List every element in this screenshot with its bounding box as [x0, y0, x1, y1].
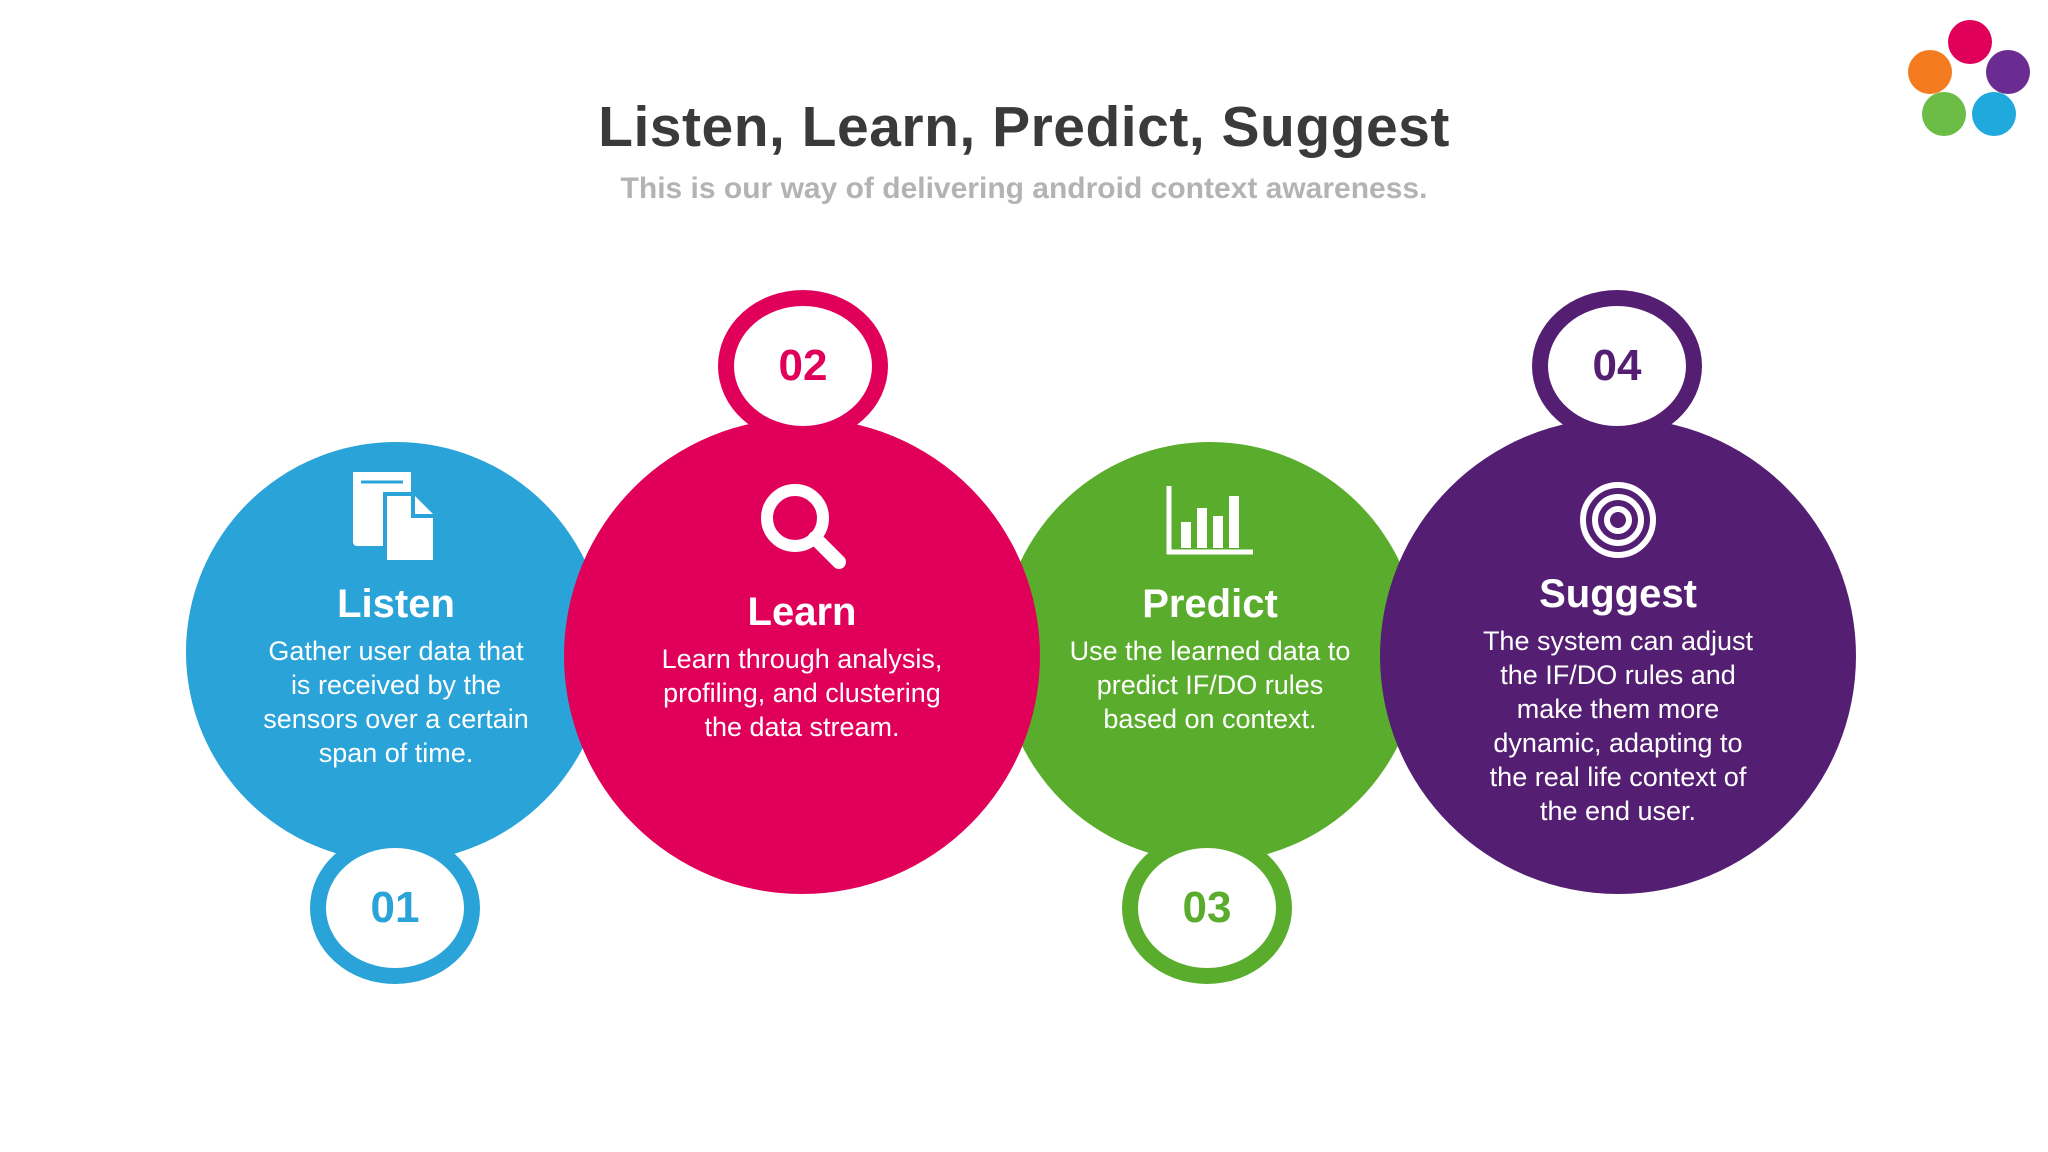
step-description: Gather user data that is received by the… — [263, 634, 529, 770]
desc-line: the end user. — [1539, 796, 1697, 826]
desc-line: Learn through analysis, — [661, 644, 943, 674]
step-title: Suggest — [1539, 572, 1697, 616]
predict-circle — [1000, 442, 1420, 862]
step-description: Learn through analysis, profiling, and c… — [662, 642, 943, 744]
learn-circle — [564, 418, 1040, 894]
logo-dot — [1908, 50, 1952, 94]
desc-line: profiling, and clustering — [663, 678, 941, 708]
step-number-badge: 04 — [1532, 290, 1702, 442]
desc-line: make them more — [1516, 694, 1720, 724]
logo-dot — [1972, 92, 2016, 136]
step-number-badge: 01 — [310, 832, 480, 984]
page-subtitle: This is our way of delivering android co… — [620, 172, 1428, 205]
step-title: Listen — [337, 582, 455, 626]
target-icon — [1580, 482, 1656, 558]
brand-logo — [1900, 14, 2040, 144]
learn-content: Learn Learn through analysis, profiling,… — [632, 480, 972, 744]
step-description: Use the learned data to predict IF/DO ru… — [1070, 634, 1351, 736]
desc-line: is received by the — [290, 670, 502, 700]
page-title: Listen, Learn, Predict, Suggest — [598, 95, 1450, 159]
desc-line: the IF/DO rules and — [1500, 660, 1736, 690]
logo-dot — [1948, 20, 1992, 64]
step-number: 02 — [778, 341, 828, 390]
step-number-badge: 02 — [718, 290, 888, 442]
desc-line: predict IF/DO rules — [1096, 670, 1324, 700]
suggest-content: Suggest The system can adjust the IF/DO … — [1448, 480, 1788, 828]
logo-dot — [1986, 50, 2030, 94]
desc-line: the real life context of — [1489, 762, 1747, 792]
logo-dot — [1922, 92, 1966, 136]
predict-content: Predict Use the learned data to predict … — [1050, 486, 1370, 736]
bar-chart-icon — [1166, 486, 1253, 555]
desc-line: Use the learned data to — [1069, 636, 1351, 666]
desc-line: sensors over a certain — [263, 704, 529, 734]
desc-line: The system can adjust — [1482, 626, 1754, 656]
desc-line: span of time. — [318, 738, 474, 768]
step-number-badge: 03 — [1122, 832, 1292, 984]
step-number: 04 — [1592, 341, 1642, 390]
step-number: 01 — [370, 883, 420, 932]
step-title: Predict — [1142, 582, 1278, 626]
documents-icon — [353, 472, 437, 564]
magnifier-icon — [761, 484, 846, 569]
desc-line: based on context. — [1103, 704, 1317, 734]
desc-line: dynamic, adapting to — [1493, 728, 1743, 758]
listen-content: Listen Gather user data that is received… — [236, 470, 556, 770]
desc-line: Gather user data that — [268, 636, 524, 666]
step-title: Learn — [747, 590, 857, 634]
step-number: 03 — [1182, 883, 1232, 932]
step-description: The system can adjust the IF/DO rules an… — [1483, 624, 1753, 828]
desc-line: the data stream. — [704, 712, 900, 742]
